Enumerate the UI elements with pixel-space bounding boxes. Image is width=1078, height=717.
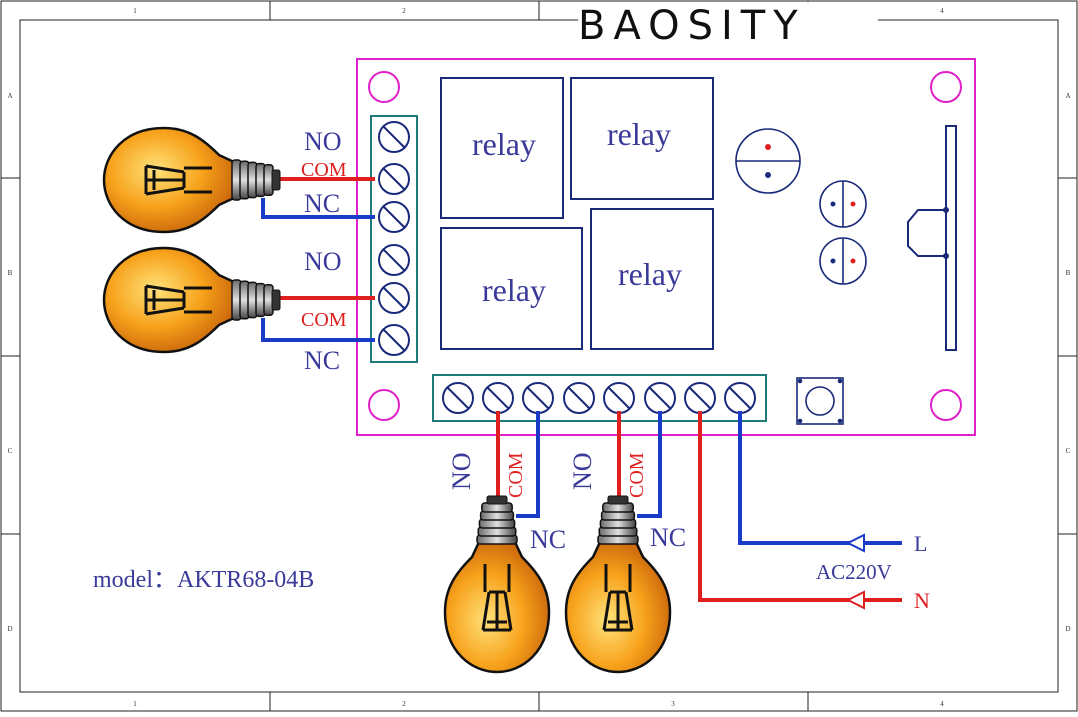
mounting-hole-icon: [930, 71, 962, 103]
relay-2: [570, 77, 714, 200]
screw-terminal-icon: [378, 163, 410, 195]
wire-nc-2: [261, 318, 375, 342]
frame-col-top-1: 1: [133, 7, 137, 15]
frame-col-bottom-3: 3: [671, 700, 675, 708]
screw-terminal-icon: [378, 282, 410, 314]
bottom-screws: [442, 382, 756, 414]
frame-col-top-4: 4: [940, 7, 944, 15]
frame-row-right-c: C: [1066, 447, 1071, 455]
left-terminal-block: [370, 115, 418, 363]
relay-3-label: relay: [482, 272, 546, 308]
capacitor-icon: [819, 180, 867, 228]
label-nc-1: NC: [304, 189, 340, 218]
relay-4: [590, 208, 714, 350]
light-bulb-icon: [102, 246, 281, 354]
capacitor-icon: [735, 128, 801, 194]
screw-terminal-icon: [378, 121, 410, 153]
screw-terminal-icon: [482, 382, 514, 414]
push-button-icon: [796, 377, 844, 425]
label-live: L: [914, 531, 927, 556]
frame-row-left-a: A: [7, 92, 12, 100]
frame-row-right-a: A: [1065, 92, 1070, 100]
light-bulb-icon: [443, 495, 551, 674]
frame-col-bottom-1: 1: [133, 700, 137, 708]
screw-terminal-icon: [442, 382, 474, 414]
relay-3: [440, 227, 583, 350]
screw-terminal-icon: [603, 382, 635, 414]
relay-1: [440, 77, 564, 219]
relay-2-label: relay: [607, 116, 671, 152]
wire-nc-4: [637, 411, 662, 518]
wire-nc-1: [261, 198, 375, 219]
left-screws: [378, 121, 410, 356]
frame-row-left-d: D: [7, 625, 12, 633]
capacitor-icon: [819, 237, 867, 285]
label-com-3: COM: [505, 452, 527, 498]
label-no-2: NO: [304, 247, 342, 276]
power-arrows: [845, 533, 865, 610]
frame-col-bottom-2: 2: [402, 700, 406, 708]
power-labels: L AC220V N: [816, 531, 930, 613]
label-nc-3: NC: [530, 525, 566, 554]
screw-terminal-icon: [378, 244, 410, 276]
bottom-labels: NO COM NC NO COM NC: [447, 452, 686, 554]
frame-row-right-b: B: [1066, 269, 1071, 277]
mounting-hole-icon: [368, 71, 400, 103]
wire-live: [738, 411, 902, 545]
wire-nc-3: [516, 411, 540, 518]
screw-terminal-icon: [378, 201, 410, 233]
label-no-3: NO: [447, 452, 476, 490]
label-nc-2: NC: [304, 346, 340, 375]
screw-terminal-icon: [644, 382, 676, 414]
mounting-holes: [368, 71, 962, 421]
frame-col-bottom-4: 4: [940, 700, 944, 708]
light-bulb-icon: [564, 495, 672, 674]
left-labels: NO COM NC NO COM NC: [301, 127, 347, 375]
label-neutral: N: [914, 588, 930, 613]
wire-neutral: [698, 411, 902, 602]
frame-row-right-d: D: [1065, 625, 1070, 633]
screw-terminal-icon: [563, 382, 595, 414]
label-voltage: AC220V: [816, 560, 892, 584]
arrow-icon: [845, 533, 865, 553]
arrow-icon: [845, 590, 865, 610]
bulbs: [102, 126, 672, 674]
model-label: model：AKTR68-04B: [93, 567, 314, 593]
label-com-2: COM: [301, 309, 347, 331]
screw-terminal-icon: [724, 382, 756, 414]
relay-labels: relay relay relay relay: [472, 116, 682, 308]
brand-logo: BAOSITY: [578, 2, 878, 50]
mounting-hole-icon: [930, 389, 962, 421]
frame-col-top-2: 2: [402, 7, 406, 15]
relay-board: [356, 58, 976, 436]
antenna-module: [907, 125, 957, 351]
left-wires: [261, 177, 375, 342]
screw-terminal-icon: [378, 324, 410, 356]
mounting-hole-icon: [368, 389, 400, 421]
screw-terminal-icon: [522, 382, 554, 414]
label-nc-4: NC: [650, 523, 686, 552]
label-com-1: COM: [301, 159, 347, 181]
screw-terminal-icon: [684, 382, 716, 414]
bottom-terminal-block: [432, 374, 767, 422]
label-no-1: NO: [304, 127, 342, 156]
frame-row-left-b: B: [8, 269, 13, 277]
relays: [440, 77, 714, 350]
light-bulb-icon: [102, 126, 281, 234]
relay-1-label: relay: [472, 126, 536, 162]
relay-4-label: relay: [618, 256, 682, 292]
label-no-4: NO: [568, 452, 597, 490]
frame-row-left-c: C: [8, 447, 13, 455]
label-com-4: COM: [626, 452, 648, 498]
